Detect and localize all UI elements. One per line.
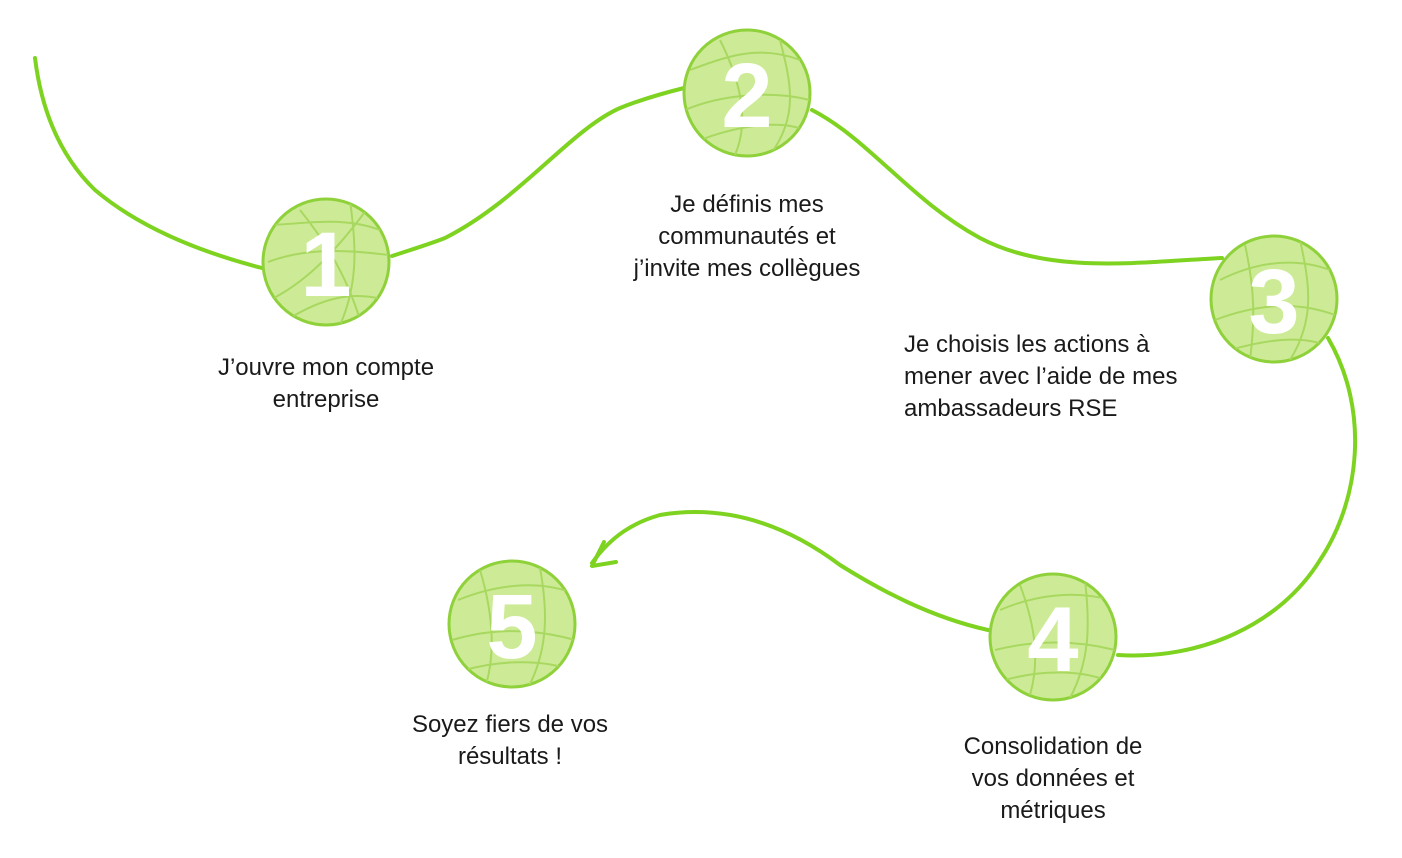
step-3-number: 3 [1248, 251, 1299, 353]
step-1-label: J’ouvre mon compte entreprise [196, 352, 456, 416]
step-4-label: Consolidation de vos données et métrique… [928, 731, 1178, 827]
path-segment-1-2 [390, 86, 686, 258]
step-2-badge: 2 [682, 28, 812, 158]
step-4-label-line: Consolidation de [963, 733, 1143, 760]
step-5-number: 5 [486, 576, 537, 678]
step-5-label-line: Soyez fiers de vos [411, 711, 609, 738]
step-2-label-line: j’invite mes collègues [633, 255, 861, 282]
step-2-label-line: Je définis mes [670, 191, 824, 218]
step-5-badge: 5 [447, 559, 577, 689]
step-1-number: 1 [300, 214, 351, 316]
step-3-label-line: Je choisis les actions à [904, 331, 1150, 358]
step-3-label-line: ambassadeurs RSE [904, 395, 1118, 422]
step-1-label-line: J’ouvre mon compte [217, 354, 435, 381]
arrowhead [590, 540, 618, 568]
step-3-label-line: mener avec l’aide de mes [904, 363, 1178, 390]
path-segment-start [33, 56, 264, 270]
path-segment-3-4 [1116, 336, 1358, 658]
step-4-number: 4 [1027, 589, 1078, 691]
step-5-label-line: résultats ! [457, 743, 563, 770]
step-5-label: Soyez fiers de vos résultats ! [385, 709, 635, 773]
step-4-badge: 4 [988, 572, 1118, 702]
step-1-badge: 1 [261, 197, 391, 327]
step-2-label-line: communautés et [658, 223, 836, 250]
path-segment-4-5 [590, 510, 990, 632]
step-1-label-line: entreprise [272, 386, 380, 413]
step-2-label: Je définis mes communautés et j’invite m… [597, 189, 897, 285]
step-2-number: 2 [721, 45, 772, 147]
connector-path [33, 56, 1358, 658]
path-segment-2-3 [810, 108, 1224, 266]
step-4-label-line: métriques [1000, 797, 1106, 824]
step-3-label: Je choisis les actions à mener avec l’ai… [904, 329, 1234, 425]
step-4-label-line: vos données et [971, 765, 1135, 792]
step-3-badge: 3 [1209, 234, 1339, 364]
